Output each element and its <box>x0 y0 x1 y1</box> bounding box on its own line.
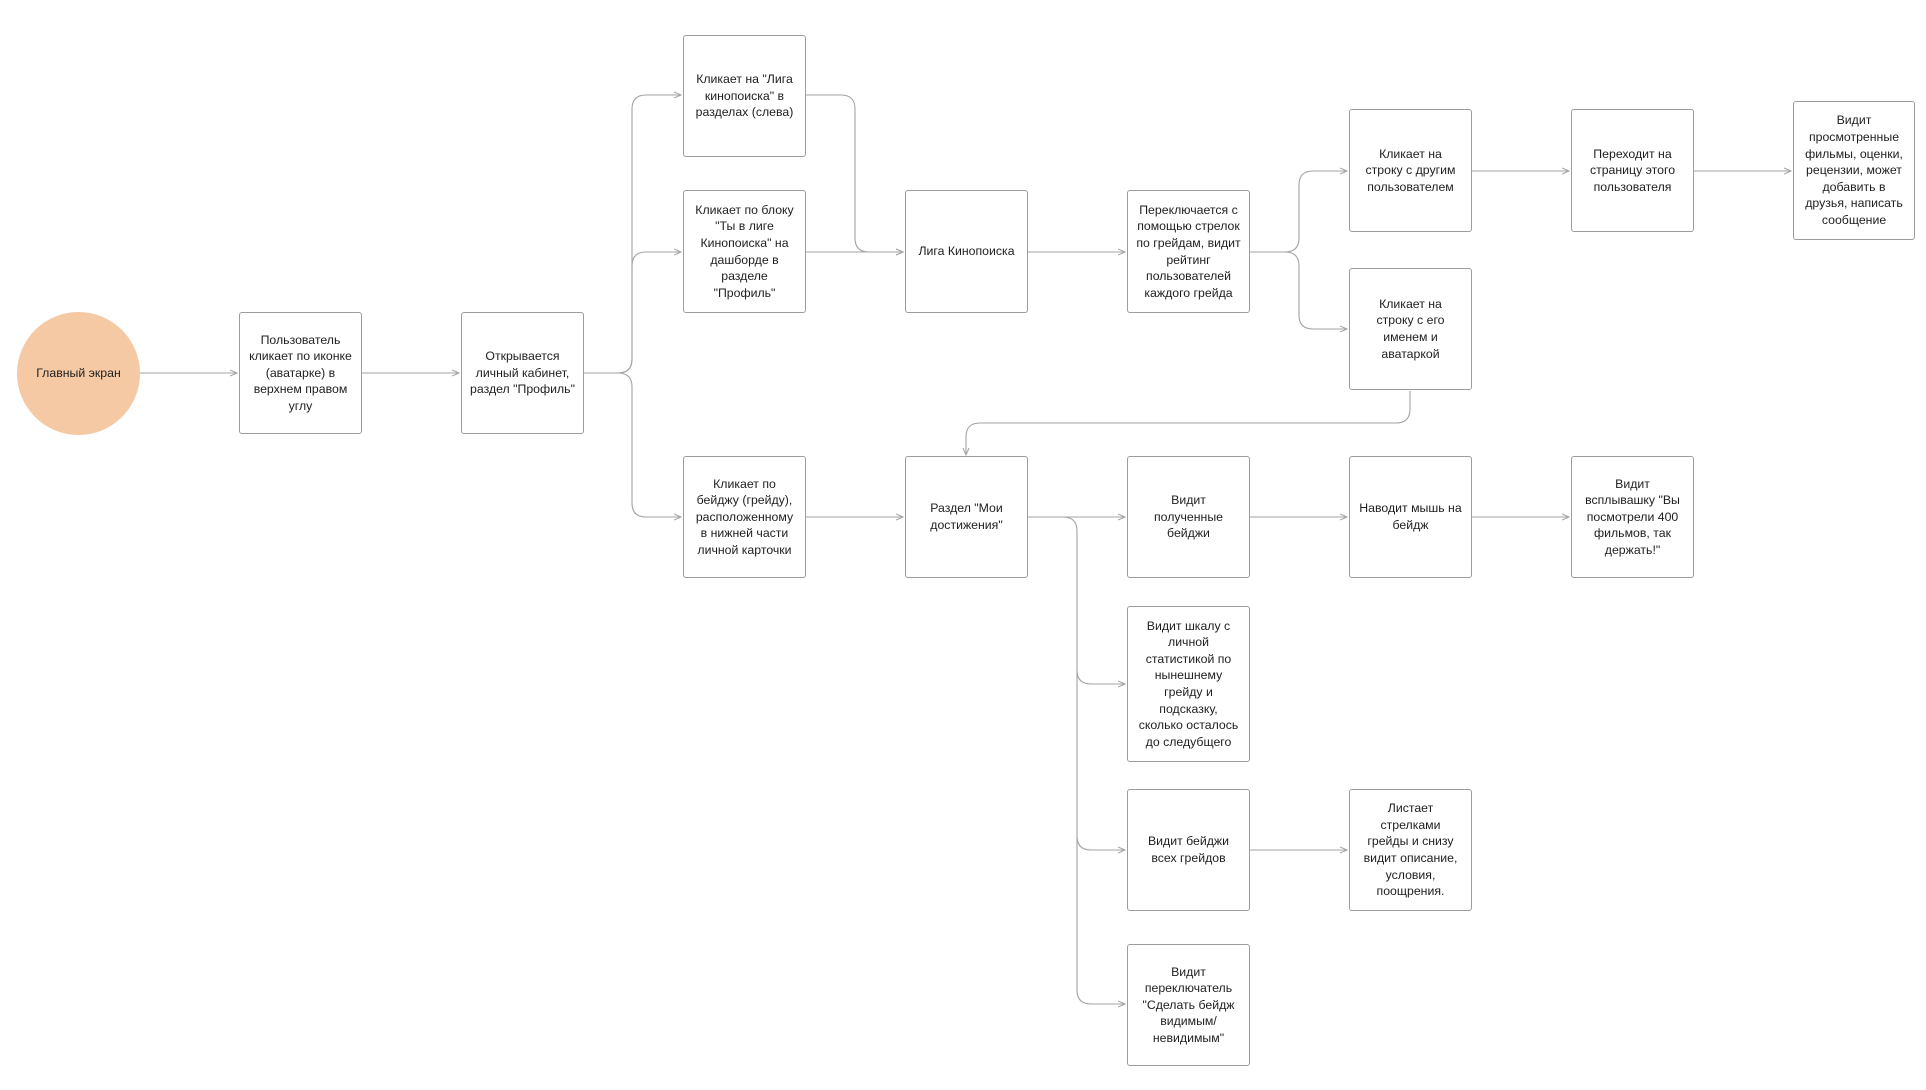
node-click-league-block: Кликает по блоку "Ты в лиге Кинопоиска" … <box>683 190 806 313</box>
node-sees-earned-badges: Видит полученные бейджи <box>1127 456 1250 578</box>
node-click-badge: Кликает по бейджу (грейду), расположенно… <box>683 456 806 578</box>
node-switch-grades: Переключается с помощью стрелок по грейд… <box>1127 190 1250 313</box>
node-label: Листает стрелками грейды и снизу видит о… <box>1363 801 1458 899</box>
edge-switch-to-own-row <box>1284 251 1347 329</box>
node-label: Главный экран <box>36 366 121 381</box>
edge-achievements-to-stats <box>1062 516 1125 684</box>
node-label: Видит полученные бейджи <box>1153 493 1224 541</box>
edge-league-sidebar-to-league <box>806 94 903 252</box>
node-user-clicks-avatar: Пользователь кликает по иконке (аватарке… <box>239 312 362 434</box>
node-sees-stats-scale: Видит шкалу с личной статистикой по ныне… <box>1127 606 1250 762</box>
node-sees-all-grade-badges: Видит бейджи всех грейдов <box>1127 789 1250 911</box>
node-label: Переходит на страницу этого пользователя <box>1589 146 1676 194</box>
node-profile-opens: Открывается личный кабинет, раздел "Проф… <box>461 312 584 434</box>
node-label: Наводит мышь на бейдж <box>1359 501 1462 532</box>
node-label: Кликает на "Лига кинопоиска" в разделах … <box>695 72 794 120</box>
node-label: Кликает на строку с его именем и аватарк… <box>1376 296 1445 361</box>
node-label: Кликает на строку с другим пользователем <box>1365 146 1456 194</box>
node-sees-visibility-toggle: Видит переключатель "Сделать бейдж видим… <box>1127 944 1250 1066</box>
node-label: Видит всплывашку "Вы посмотрели 400 филь… <box>1585 476 1680 557</box>
node-label: Раздел "Мои достижения" <box>930 501 1003 532</box>
node-main-screen: Главный экран <box>17 312 140 435</box>
node-label: Лига Кинопоиска <box>918 244 1015 259</box>
edge-profile-to-badge <box>617 372 681 517</box>
node-label: Видит шкалу с личной статистикой по ныне… <box>1138 618 1239 749</box>
node-click-other-user-row: Кликает на строку с другим пользователем <box>1349 109 1472 232</box>
node-label: Видит просмотренные фильмы, оценки, реце… <box>1805 113 1903 227</box>
edge-own-row-to-achievements <box>966 391 1411 455</box>
node-label: Видит переключатель "Сделать бейдж видим… <box>1142 964 1235 1045</box>
node-label: Кликает по бейджу (грейду), расположенно… <box>695 476 794 557</box>
node-kinopoisk-league: Лига Кинопоиска <box>905 190 1028 313</box>
node-go-to-user-page: Переходит на страницу этого пользователя <box>1571 109 1694 232</box>
node-hovers-badge: Наводит мышь на бейдж <box>1349 456 1472 578</box>
edge-achievements-to-toggle <box>1076 836 1125 1004</box>
node-label: Кликает по блоку "Ты в лиге Кинопоиска" … <box>695 202 794 300</box>
node-label: Открывается личный кабинет, раздел "Проф… <box>470 349 575 397</box>
node-sees-popup: Видит всплывашку "Вы посмотрели 400 филь… <box>1571 456 1694 578</box>
node-label: Видит бейджи всех грейдов <box>1147 834 1230 865</box>
node-label: Пользователь кликает по иконке (аватарке… <box>249 332 352 413</box>
edge-profile-to-league-block <box>617 252 681 374</box>
edge-achievements-to-all-grades <box>1076 670 1125 850</box>
node-label: Переключается с помощью стрелок по грейд… <box>1136 202 1241 300</box>
node-sees-user-content: Видит просмотренные фильмы, оценки, реце… <box>1793 101 1915 240</box>
node-click-league-sidebar: Кликает на "Лига кинопоиска" в разделах … <box>683 35 806 157</box>
node-click-own-row: Кликает на строку с его именем и аватарк… <box>1349 268 1472 390</box>
node-flips-grades: Листает стрелками грейды и снизу видит о… <box>1349 789 1472 911</box>
edge-switch-to-other-row <box>1250 171 1347 253</box>
node-achievements-section: Раздел "Мои достижения" <box>905 456 1028 578</box>
